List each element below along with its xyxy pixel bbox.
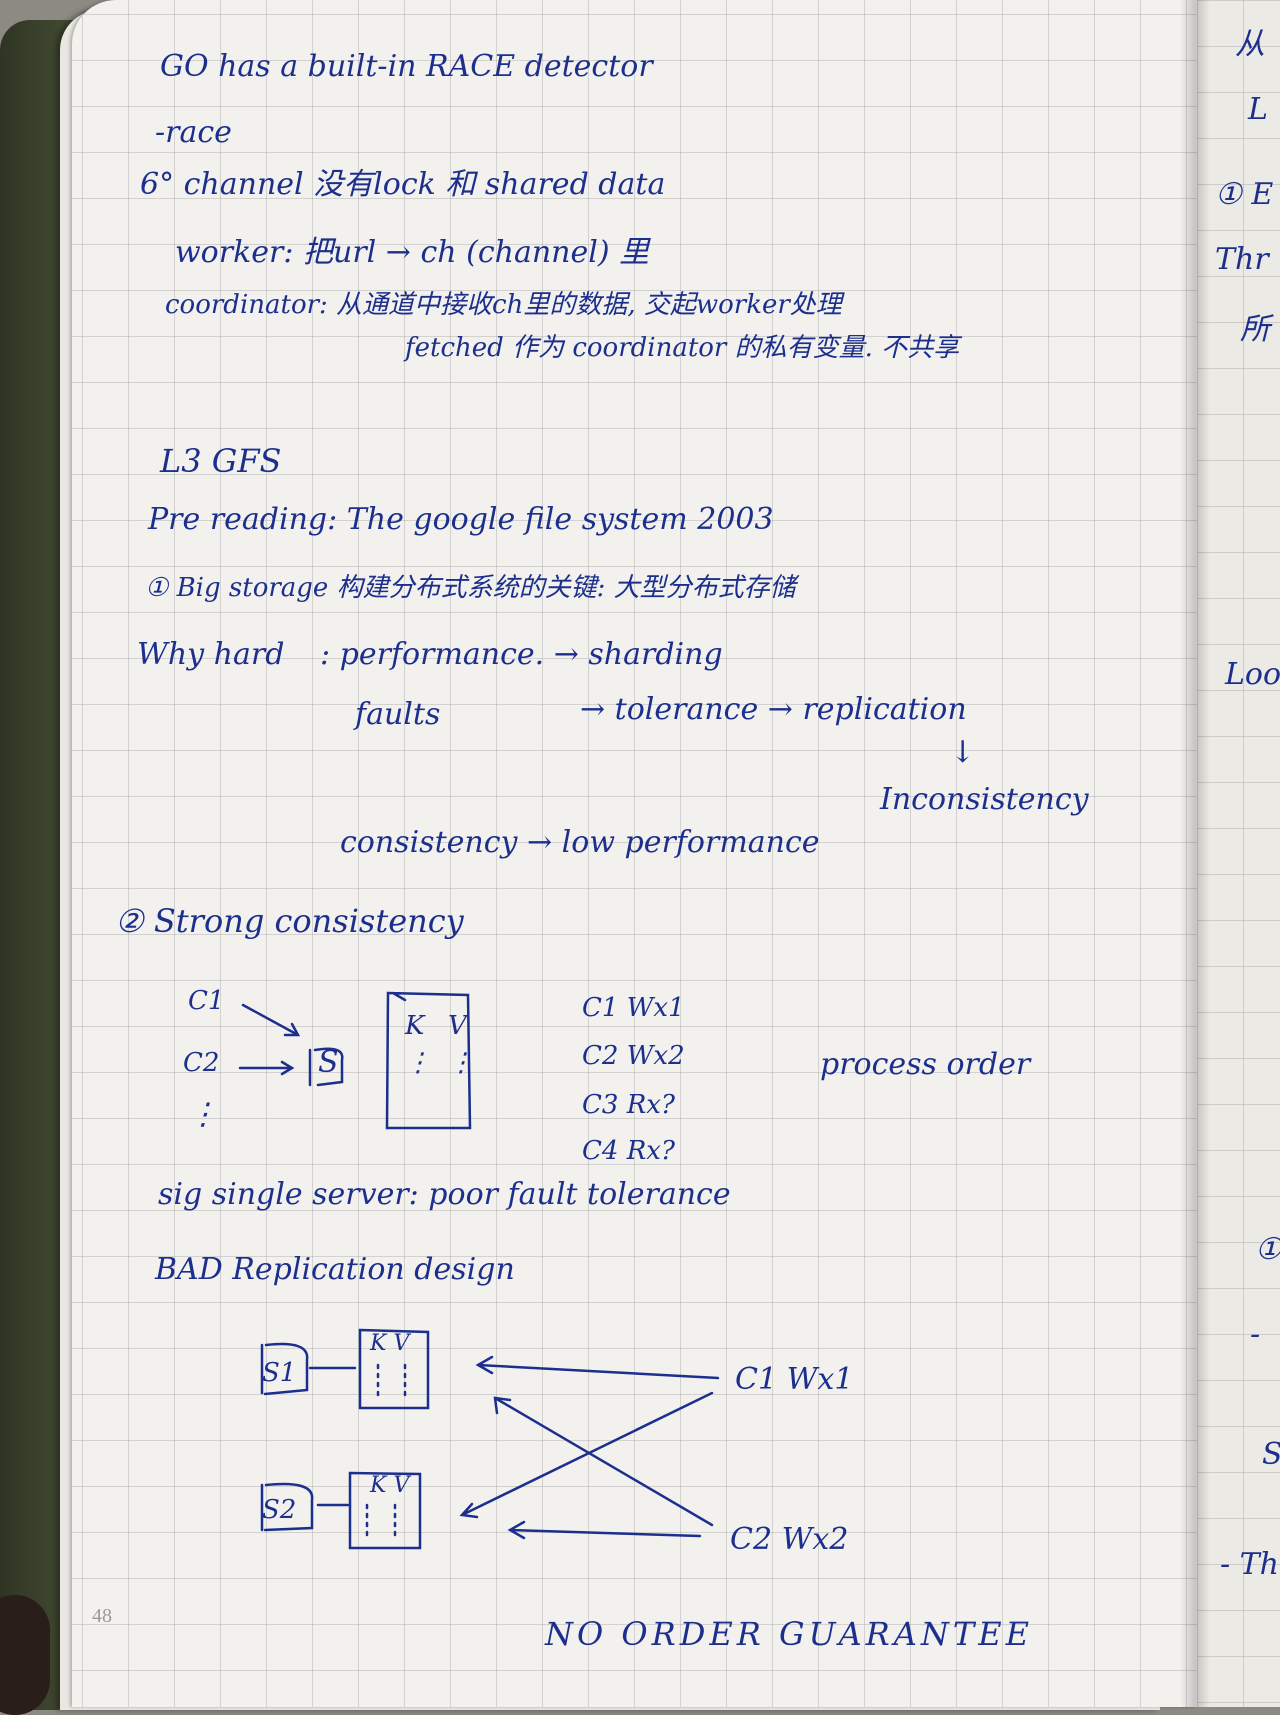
note-fetched: fetched 作为 coordinator 的私有变量. 不共享	[405, 333, 960, 363]
s2-box	[260, 1482, 314, 1532]
kv2-k: K	[370, 1473, 387, 1498]
arrow-c2-s2	[507, 1520, 702, 1540]
client-c2: C2	[183, 1048, 220, 1078]
arrow-c1-s2	[459, 1391, 714, 1519]
note-performance: : performance. → sharding	[320, 637, 723, 672]
note-single-server: sig single server: poor fault tolerance	[158, 1177, 731, 1212]
kv1-v: V	[393, 1331, 410, 1356]
op-2: C2 Wx2	[582, 1041, 685, 1071]
heading-l3-gfs: L3 GFS	[160, 442, 282, 480]
note-inconsistency: Inconsistency	[880, 782, 1089, 817]
replica-s1: S1	[262, 1358, 297, 1388]
kv-table	[385, 991, 472, 1130]
note-race-detector: GO has a built-in RACE detector	[160, 49, 653, 84]
note-race-flag: -race	[155, 115, 232, 150]
note-channel: 6° channel 没有lock 和 shared data	[140, 167, 666, 202]
kv2-box	[348, 1471, 422, 1550]
clients-vdots: ⋮	[188, 1097, 218, 1132]
process-order: process order	[820, 1047, 1031, 1082]
op-3: C3 Rx?	[582, 1090, 675, 1120]
binding-gutter	[1180, 0, 1210, 1707]
bad-client-c2: C2 Wx2	[730, 1522, 849, 1557]
facing-text-6: Loo	[1225, 657, 1280, 692]
page-number: 48	[92, 1605, 112, 1627]
facing-text-8: -	[1250, 1317, 1261, 1352]
facing-text-7: ①	[1255, 1232, 1280, 1267]
kv-v: V	[448, 1011, 467, 1041]
client-c1: C1	[188, 986, 225, 1016]
facing-page	[1197, 0, 1280, 1707]
heading-bad-replication: BAD Replication design	[155, 1252, 515, 1287]
op-1: C1 Wx1	[582, 993, 685, 1023]
kv-k: K	[405, 1011, 425, 1041]
op-4: C4 Rx?	[582, 1136, 675, 1166]
down-arrow: ↓	[950, 735, 976, 770]
facing-text-9: S	[1262, 1440, 1280, 1470]
facing-text-2: L	[1248, 92, 1268, 127]
arrow-c1-s1	[475, 1355, 720, 1380]
server-box	[308, 1047, 344, 1087]
s1-box	[260, 1342, 309, 1396]
bad-client-c1: C1 Wx1	[735, 1362, 854, 1397]
kv1-k: K	[370, 1331, 387, 1356]
facing-text-5: 所	[1240, 312, 1270, 347]
kv1-label: K V	[370, 1333, 409, 1355]
note-faults: faults	[355, 697, 441, 732]
note-big-storage: ① Big storage 构建分布式系统的关键: 大型分布式存储	[145, 573, 796, 603]
arrow-c1-server	[241, 1003, 301, 1037]
note-pre-reading: Pre reading: The google file system 2003	[148, 502, 774, 537]
kv1-box	[358, 1328, 430, 1410]
facing-text-10: - Th	[1220, 1547, 1280, 1582]
kv2-v: V	[393, 1473, 410, 1498]
facing-text-3: ① E	[1215, 177, 1274, 212]
note-no-order: NO ORDER GUARANTEE	[545, 1615, 1033, 1653]
arrow-c2-server	[238, 1060, 295, 1076]
note-why-hard: Why hard	[137, 637, 285, 672]
note-worker: worker: 把url → ch (channel) 里	[175, 235, 650, 270]
notebook-page	[72, 0, 1197, 1707]
replica-s2: S2	[262, 1495, 297, 1525]
note-tolerance: → tolerance → replication	[580, 692, 967, 727]
arrow-c2-s1	[493, 1396, 714, 1527]
facing-text-4: Thr	[1215, 242, 1269, 277]
kv2-dots	[365, 1503, 397, 1539]
thumb	[0, 1595, 50, 1715]
note-consistency: consistency → low performance	[340, 825, 820, 860]
heading-strong-consistency: ② Strong consistency	[115, 902, 464, 940]
facing-text-1: 从	[1235, 27, 1265, 62]
kv2-label: K V	[370, 1475, 409, 1497]
note-coordinator: coordinator: 从通道中接收ch里的数据, 交起worker处理	[165, 290, 842, 320]
kv1-dots	[376, 1363, 407, 1397]
kv-k-dots: ⋮	[405, 1048, 431, 1078]
server-label: S	[318, 1045, 339, 1080]
